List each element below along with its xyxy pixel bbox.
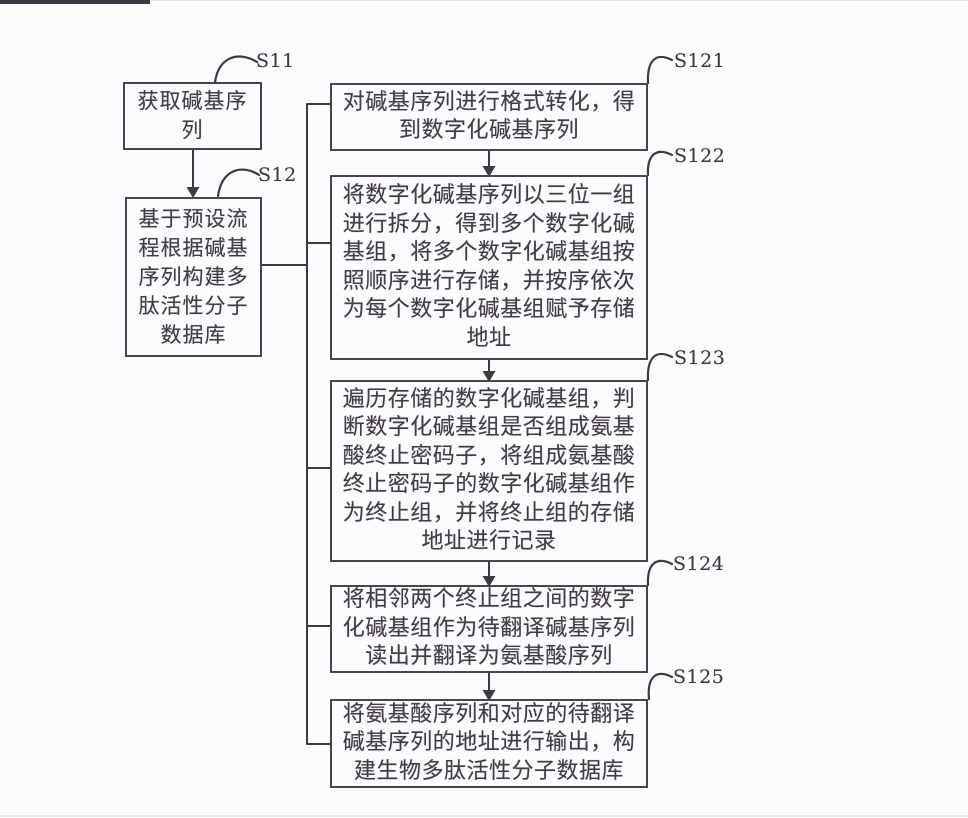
step-box-s122: 将数字化碱基序列以三位一组 进行拆分，得到多个数字化碱 基组，将多个数字化碱基组… — [330, 175, 648, 360]
step-text-line: 程根据碱基 — [138, 235, 249, 260]
step-text-line: 建生物多肽活性分子数据库 — [353, 758, 624, 784]
step-label-s11: S11 — [256, 50, 295, 72]
step-text-line: 照顺序进行存储，并按序依次 — [342, 268, 636, 294]
step-text-line: 序列构建多 — [138, 264, 249, 289]
step-label-s123: S123 — [674, 347, 726, 369]
step-text-line: 基于预设流 — [138, 206, 249, 231]
step-text-line: 将相邻两个终止组之间的数字 — [342, 587, 636, 613]
scan-artifact-top-strip — [0, 0, 150, 4]
step-label-s12: S12 — [258, 164, 297, 186]
scan-artifact-bottom-line — [0, 815, 968, 817]
leader-s124 — [646, 559, 674, 587]
step-label-s125: S125 — [673, 666, 725, 688]
step-text-line: 酸终止密码子，将组成氨基酸 — [342, 443, 636, 469]
scan-artifact-top-line — [150, 0, 968, 1]
step-text-line: 将数字化碱基序列以三位一组 — [342, 183, 636, 208]
leader-s12 — [216, 168, 261, 198]
step-text-line: 到数字化碱基序列 — [398, 118, 579, 143]
step-text-line: 化碱基组作为待翻译碱基序列 — [342, 615, 636, 641]
step-text-line: 列 — [181, 118, 204, 142]
step-text-line: 肽活性分子 — [138, 293, 249, 318]
step-box-s11: 获取碱基序 列 — [123, 82, 262, 150]
step-text-line: 进行拆分，得到多个数字化碱 — [342, 211, 636, 237]
step-text-line: 碱基序列的地址进行输出，构 — [342, 730, 636, 756]
step-text-line: 对碱基序列进行格式转化，得 — [342, 89, 636, 115]
step-box-s12: 基于预设流 程根据碱基 序列构建多 肽活性分子 数据库 — [125, 197, 262, 357]
step-text-line: 遍历存储的数字化碱基组，判 — [342, 386, 636, 412]
leader-s122 — [646, 150, 674, 177]
step-label-s121: S121 — [674, 50, 726, 72]
step-label-s124: S124 — [673, 553, 725, 575]
step-text-line: 为每个数字化碱基组赋予存储 — [342, 297, 636, 322]
step-text-line: 基组，将多个数字化碱基组按 — [342, 240, 636, 265]
step-box-s125: 将氨基酸序列和对应的待翻译 碱基序列的地址进行输出，构 建生物多肽活性分子数据库 — [330, 699, 648, 788]
step-box-s124: 将相邻两个终止组之间的数字 化碱基组作为待翻译碱基序列 读出并翻译为氨基酸序列 — [330, 585, 648, 673]
leader-s125 — [647, 672, 674, 701]
step-box-s123: 遍历存储的数字化碱基组，判 断数字化碱基组是否组成氨基 酸终止密码子，将组成氨基… — [330, 380, 648, 562]
leader-s11 — [213, 55, 259, 84]
bracket-connector — [261, 103, 331, 745]
leader-s123 — [646, 352, 674, 382]
step-text-line: 将氨基酸序列和对应的待翻译 — [342, 701, 636, 727]
step-text-line: 读出并翻译为氨基酸序列 — [365, 644, 613, 670]
step-text-line: 终止密码子的数字化碱基组作 — [342, 472, 636, 497]
step-label-s122: S122 — [674, 145, 726, 167]
step-text-line: 断数字化碱基组是否组成氨基 — [342, 415, 636, 440]
leader-s121 — [646, 55, 674, 85]
step-text-line: 获取碱基序 — [137, 89, 248, 113]
step-text-line: 地址 — [466, 325, 512, 351]
step-text-line: 数据库 — [160, 322, 227, 347]
step-text-line: 地址进行记录 — [421, 529, 557, 554]
step-text-line: 为终止组，并将终止组的存储 — [342, 500, 636, 526]
step-box-s121: 对碱基序列进行格式转化，得 到数字化碱基序列 — [330, 83, 648, 151]
